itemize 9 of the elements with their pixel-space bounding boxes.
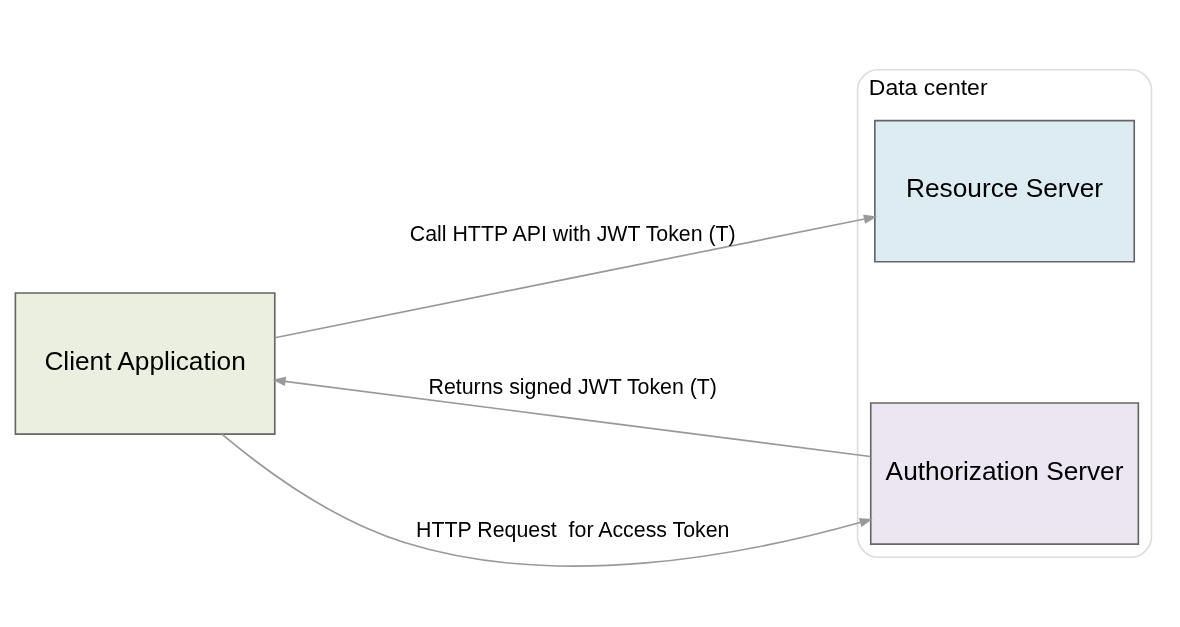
node-box: Resource Server <box>874 119 1136 263</box>
node-box: Client Application <box>14 292 276 435</box>
arrow <box>272 376 872 458</box>
edge-label: HTTP Request for Access Token <box>416 517 730 542</box>
edge-label: Call HTTP API with JWT Token (T) <box>409 222 736 247</box>
arrow <box>221 433 873 567</box>
edge-label: Returns signed JWT Token (T) <box>428 374 717 399</box>
arrow <box>274 214 877 339</box>
node-box: Authorization Server <box>869 402 1140 545</box>
